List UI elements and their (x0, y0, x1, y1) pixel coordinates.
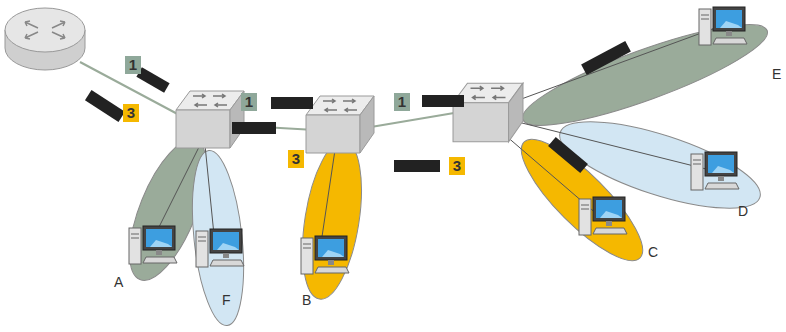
frame-tag (422, 95, 464, 107)
router (5, 8, 85, 70)
vlan-number: 1 (241, 93, 257, 111)
vlan-number: 1 (125, 56, 141, 74)
frame-tag (271, 97, 313, 109)
vlan-number: 3 (123, 104, 139, 122)
host-letter: A (114, 274, 123, 290)
host-computer (301, 236, 349, 274)
vlan-ellipse (293, 137, 371, 303)
host-computer (579, 197, 627, 235)
vlan-number: 3 (449, 157, 465, 175)
switch (453, 83, 523, 142)
host-letter: C (648, 244, 658, 260)
vlan-number: 3 (288, 150, 304, 168)
frame-tag (548, 137, 588, 173)
frame-tag (232, 122, 276, 134)
host-computer (196, 229, 244, 267)
frame-tags (85, 41, 631, 173)
frame-tag (394, 160, 440, 172)
frame-tag (581, 41, 631, 75)
access-link (505, 28, 715, 105)
vlan-number: 1 (394, 93, 410, 111)
frame-tag (136, 67, 169, 93)
access-link (510, 120, 710, 170)
access-links (150, 28, 715, 250)
host-computer (129, 226, 177, 264)
trunk-link (365, 112, 460, 128)
vlan-ellipse (185, 148, 251, 328)
access-link (320, 150, 335, 250)
host-computer (699, 7, 747, 45)
switch (306, 96, 374, 153)
host-letter: F (222, 292, 231, 308)
vlan-ellipse (514, 7, 775, 143)
host-letter: B (302, 292, 311, 308)
frame-tag (85, 90, 125, 122)
host-letter: D (738, 203, 748, 219)
switch (176, 91, 244, 148)
host-letter: E (772, 66, 781, 82)
host-computer (691, 152, 739, 190)
